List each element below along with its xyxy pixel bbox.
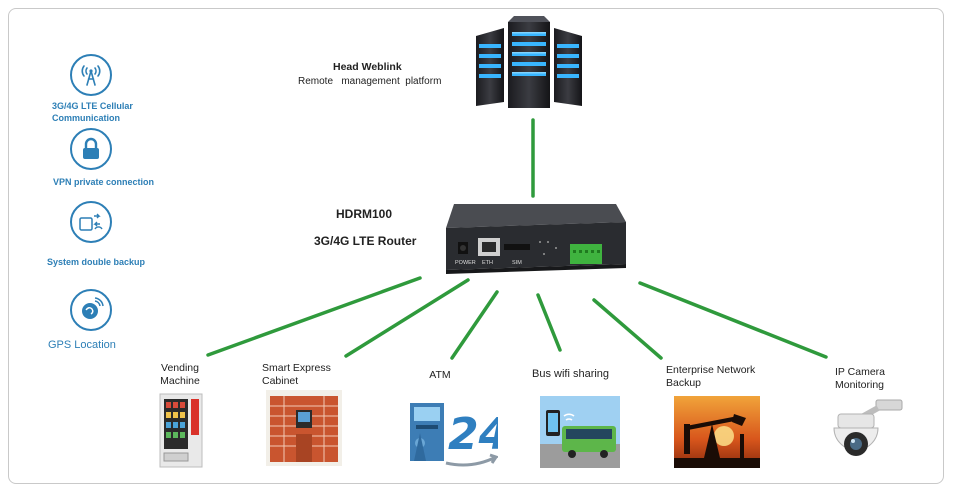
router-model: HDRM100 xyxy=(336,207,393,221)
link-cabinet xyxy=(344,278,470,358)
device-cabinet-label: Smart Express Cabinet xyxy=(262,362,331,387)
device-enterprise-label: Enterprise Network Backup xyxy=(666,364,756,389)
atm-icon: 24 xyxy=(410,403,498,467)
feature-vpn-circle xyxy=(70,128,112,170)
svg-text:24: 24 xyxy=(448,409,498,460)
gps-icon xyxy=(82,297,104,319)
link-vending xyxy=(206,276,422,357)
vending-machine-icon xyxy=(159,393,203,468)
feature-cellular-label: 3G/4G LTE Cellular Communication xyxy=(52,101,133,123)
router-port-power: POWER xyxy=(455,260,476,266)
ip-camera-icon xyxy=(833,399,903,456)
device-bus-label: Bus wifi sharing xyxy=(532,368,610,380)
feature-backup-circle xyxy=(70,201,112,243)
router-port-eth: ETH xyxy=(482,260,493,266)
express-cabinet-icon xyxy=(266,390,342,466)
server-title: Head Weblink xyxy=(333,61,402,73)
feature-vpn-label: VPN private connection xyxy=(53,177,155,187)
lock-icon xyxy=(83,137,99,159)
backup-icon xyxy=(79,213,103,231)
link-enterprise xyxy=(592,298,663,360)
link-bus xyxy=(536,293,562,352)
feature-gps-label: GPS Location xyxy=(48,339,116,351)
device-vending-label: Vending Machine xyxy=(160,362,200,387)
server-icon xyxy=(476,16,582,108)
feature-gps-circle xyxy=(70,289,112,331)
cell-tower-icon xyxy=(81,65,101,86)
device-atm-label: ATM xyxy=(429,369,451,381)
server-subtitle: Remote management platform xyxy=(298,76,442,87)
router-device xyxy=(446,204,626,274)
feature-cellular-circle xyxy=(70,54,112,96)
oil-pump-icon xyxy=(674,396,760,468)
link-camera xyxy=(638,281,828,359)
router-port-sim: SIM xyxy=(512,260,522,266)
link-atm xyxy=(450,290,499,360)
device-camera-label: IP Camera Monitoring xyxy=(835,366,885,391)
router-description: 3G/4G LTE Router xyxy=(314,234,417,248)
feature-backup-label: System double backup xyxy=(47,257,146,267)
bus-wifi-icon xyxy=(540,396,620,468)
